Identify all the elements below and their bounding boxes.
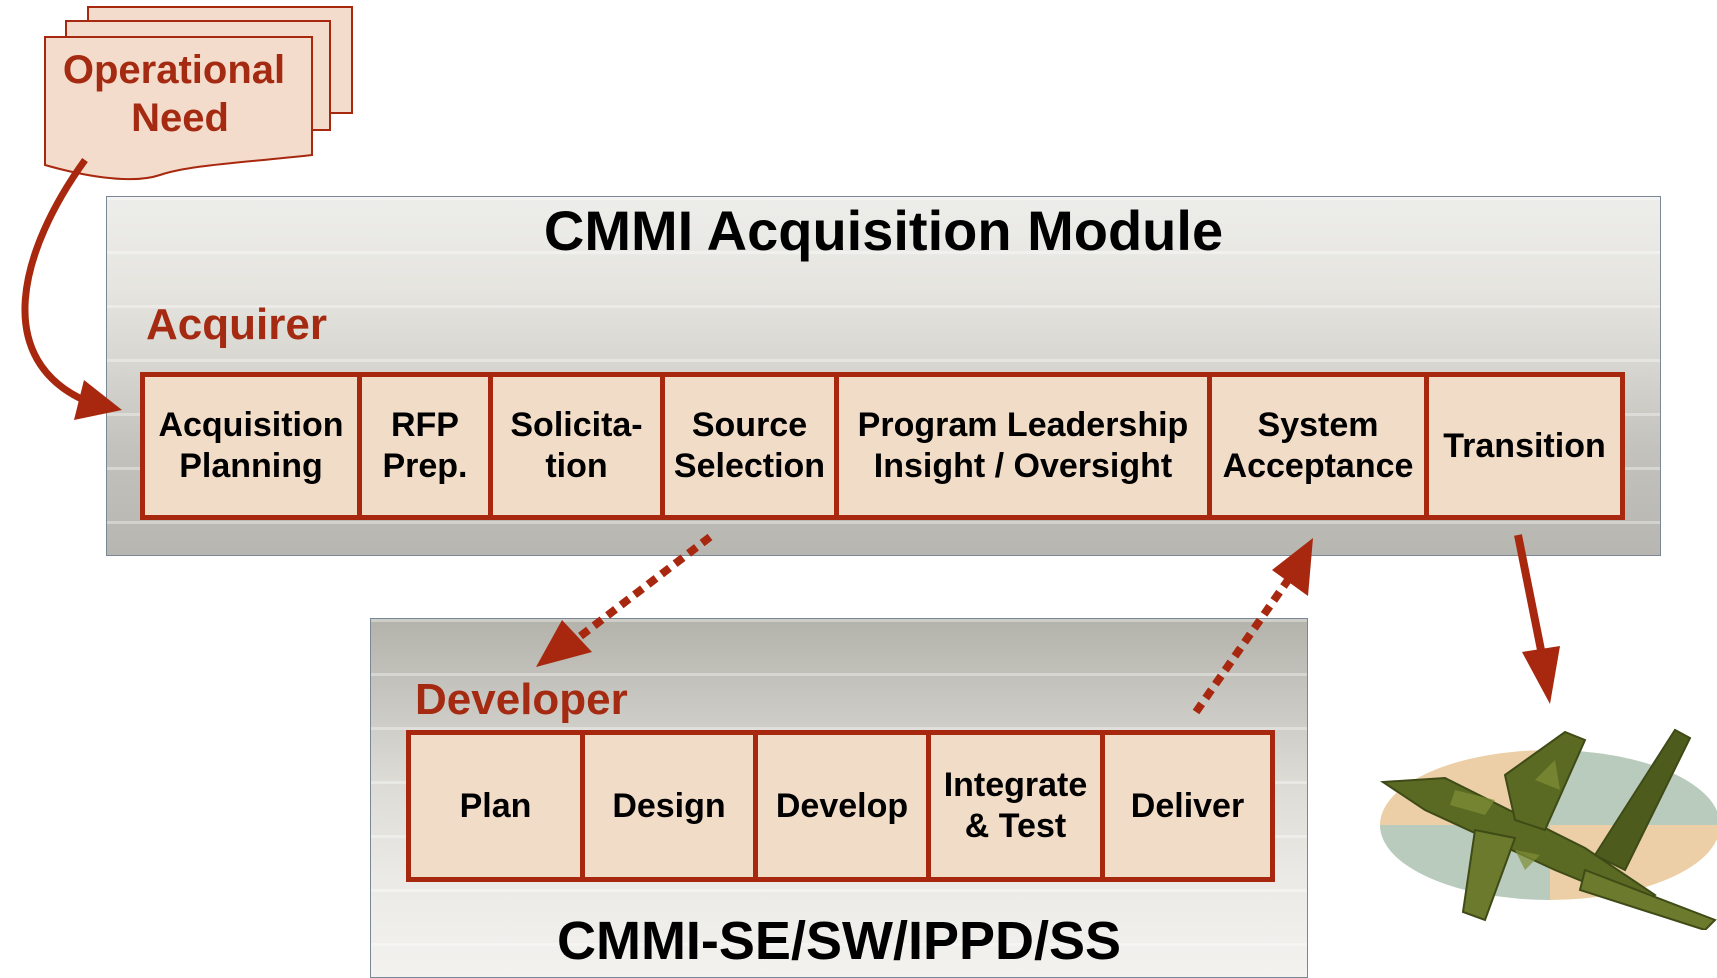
step-source-selection: Source Selection: [660, 372, 839, 520]
step-solicitation: Solicita- tion: [488, 372, 665, 520]
step-deliver: Deliver: [1100, 730, 1275, 882]
step-system-acceptance: System Acceptance: [1207, 372, 1429, 520]
step-integrate-test: Integrate & Test: [926, 730, 1105, 882]
step-transition: Transition: [1424, 372, 1625, 520]
step-program-leadership: Program Leadership Insight / Oversight: [834, 372, 1212, 520]
step-design: Design: [580, 730, 758, 882]
operational-need-document: Operational Need: [44, 6, 353, 181]
acquirer-process-row: Acquisition Planning RFP Prep. Solicita-…: [140, 372, 1625, 520]
developer-process-row: Plan Design Develop Integrate & Test Del…: [406, 730, 1275, 882]
developer-label: Developer: [415, 675, 628, 724]
step-develop: Develop: [753, 730, 931, 882]
operational-need-line1: Operational: [63, 48, 285, 92]
step-plan: Plan: [406, 730, 585, 882]
fighter-jet-icon: [1379, 728, 1717, 930]
step-acquisition-planning: Acquisition Planning: [140, 372, 362, 520]
acquisition-module-title: CMMI Acquisition Module: [543, 199, 1224, 262]
transition-to-system-arrowhead: [1522, 646, 1560, 704]
step-rfp-prep: RFP Prep.: [357, 372, 493, 520]
acquirer-label: Acquirer: [146, 300, 327, 349]
operational-need-line2: Need: [131, 96, 229, 140]
developer-module-title: CMMI-SE/SW/IPPD/SS: [556, 911, 1122, 971]
need-to-acquirer-arrow: [21, 157, 90, 406]
